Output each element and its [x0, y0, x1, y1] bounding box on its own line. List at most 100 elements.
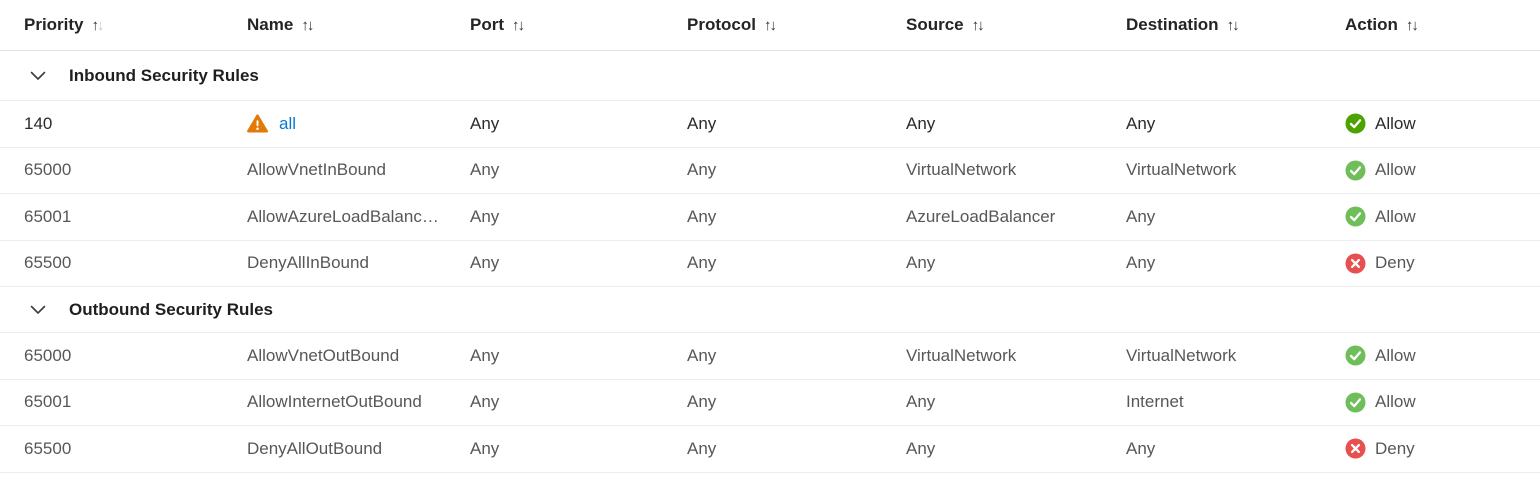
header-cell-priority[interactable]: Priority ↑↓	[24, 15, 247, 35]
action-label: Allow	[1375, 113, 1416, 133]
sort-descending-icon: ↓	[517, 16, 525, 34]
action-label: Allow	[1375, 206, 1416, 226]
name-cell: all	[247, 114, 470, 134]
protocol-cell: Any	[687, 160, 717, 180]
column-label-priority: Priority	[24, 15, 84, 34]
rule-name: DenyAllOutBound	[247, 438, 383, 458]
source-cell: Any	[906, 113, 936, 133]
action-cell: Allow	[1345, 392, 1540, 413]
table-row-inbound-65500[interactable]: 65500 DenyAllInBound Any Any Any Any Den…	[0, 241, 1540, 287]
header-cell-protocol[interactable]: Protocol ↑↓	[687, 15, 906, 35]
sort-arrows: ↑↓	[763, 16, 777, 34]
sort-descending-icon: ↓	[1232, 16, 1239, 34]
name-cell: AllowAzureLoadBalanc…	[247, 207, 470, 227]
destination-cell: Any	[1126, 438, 1156, 458]
table-row-outbound-65000[interactable]: 65000 AllowVnetOutBound Any Any VirtualN…	[0, 333, 1540, 380]
priority-cell: 65001	[24, 206, 72, 226]
chevron-down-icon	[30, 71, 46, 81]
source-cell: Any	[906, 253, 936, 273]
priority-cell: 65500	[24, 438, 72, 458]
port-cell: Any	[470, 438, 500, 458]
action-label: Allow	[1375, 392, 1416, 412]
column-label-name: Name	[247, 15, 294, 34]
sort-arrows: ↑↓	[1405, 16, 1419, 34]
sort-ascending-icon: ↑	[1226, 16, 1234, 34]
destination-cell: Any	[1126, 206, 1156, 226]
sort-descending-icon: ↓	[769, 16, 776, 34]
port-cell: Any	[470, 160, 500, 180]
sort-ascending-icon: ↑	[1405, 16, 1413, 34]
column-label-source: Source	[906, 15, 964, 34]
port-cell: Any	[470, 392, 500, 412]
destination-cell: Any	[1126, 253, 1156, 273]
table-row-inbound-65001[interactable]: 65001 AllowAzureLoadBalanc… Any Any Azur…	[0, 194, 1540, 241]
sort-arrows: ↑↓	[92, 17, 105, 34]
action-label: Allow	[1375, 160, 1416, 180]
port-cell: Any	[470, 253, 500, 273]
sort-descending-icon: ↓	[1411, 16, 1418, 34]
rule-name: DenyAllInBound	[247, 253, 369, 273]
source-cell: AzureLoadBalancer	[906, 206, 1056, 226]
column-label-port: Port	[470, 15, 504, 34]
sort-ascending-icon: ↑	[512, 16, 519, 34]
sort-ascending-icon: ↑	[301, 16, 308, 34]
source-cell: Any	[906, 438, 936, 458]
header-cell-port[interactable]: Port ↑↓	[470, 15, 687, 35]
section-header-inbound[interactable]: Inbound Security Rules	[0, 51, 1540, 101]
priority-cell: 140	[24, 113, 53, 133]
table-row-outbound-65001[interactable]: 65001 AllowInternetOutBound Any Any Any …	[0, 380, 1540, 426]
protocol-cell: Any	[687, 345, 717, 365]
destination-cell: Internet	[1126, 392, 1184, 412]
sort-arrows: ↑↓	[971, 16, 985, 34]
sort-arrows: ↑↓	[1226, 16, 1240, 34]
rule-name: AllowVnetInBound	[247, 160, 386, 180]
deny-icon	[1345, 438, 1366, 459]
column-label-destination: Destination	[1126, 15, 1219, 34]
action-cell: Allow	[1345, 113, 1540, 134]
table-row-inbound-65000[interactable]: 65000 AllowVnetInBound Any Any VirtualNe…	[0, 148, 1540, 194]
rule-name-link[interactable]: all	[279, 113, 297, 133]
section-title-inbound: Inbound Security Rules	[69, 65, 259, 85]
priority-cell: 65001	[24, 392, 72, 412]
allow-icon	[1345, 206, 1366, 227]
header-cell-source[interactable]: Source ↑↓	[906, 15, 1126, 35]
action-cell: Deny	[1345, 438, 1540, 459]
section-header-outbound[interactable]: Outbound Security Rules	[0, 287, 1540, 333]
protocol-cell: Any	[687, 253, 717, 273]
deny-icon	[1345, 253, 1366, 274]
sort-ascending-icon: ↑	[971, 16, 979, 34]
column-label-action: Action	[1345, 15, 1398, 34]
port-cell: Any	[470, 206, 500, 226]
allow-icon	[1345, 345, 1366, 366]
action-label: Allow	[1375, 345, 1416, 365]
action-label: Deny	[1375, 253, 1415, 273]
sort-ascending-icon: ↑	[763, 16, 771, 34]
name-cell: DenyAllOutBound	[247, 439, 470, 459]
action-cell: Allow	[1345, 160, 1540, 181]
table-header-row: Priority ↑↓ Name ↑↓ Port ↑↓ Protocol ↑↓ …	[0, 0, 1540, 51]
header-cell-destination[interactable]: Destination ↑↓	[1126, 15, 1345, 35]
name-cell: AllowInternetOutBound	[247, 392, 470, 412]
destination-cell: VirtualNetwork	[1126, 160, 1237, 180]
sort-descending-icon: ↓	[306, 16, 314, 34]
table-row-outbound-65500[interactable]: 65500 DenyAllOutBound Any Any Any Any De…	[0, 426, 1540, 473]
protocol-cell: Any	[687, 392, 717, 412]
table-row-inbound-140[interactable]: 140 all Any Any Any Any Allow	[0, 101, 1540, 148]
protocol-cell: Any	[687, 206, 717, 226]
action-cell: Allow	[1345, 345, 1540, 366]
source-cell: VirtualNetwork	[906, 345, 1017, 365]
source-cell: Any	[906, 392, 936, 412]
protocol-cell: Any	[687, 113, 717, 133]
sort-descending-icon: ↓	[977, 16, 984, 34]
port-cell: Any	[470, 113, 500, 133]
chevron-down-icon	[30, 305, 46, 315]
sort-arrows: ↑↓	[512, 16, 525, 34]
rule-name: AllowVnetOutBound	[247, 345, 400, 365]
priority-cell: 65000	[24, 160, 72, 180]
rule-name: AllowInternetOutBound	[247, 392, 422, 412]
header-cell-action[interactable]: Action ↑↓	[1345, 15, 1540, 35]
source-cell: VirtualNetwork	[906, 160, 1017, 180]
name-cell: AllowVnetOutBound	[247, 346, 470, 366]
header-cell-name[interactable]: Name ↑↓	[247, 15, 470, 35]
sort-arrows: ↑↓	[301, 16, 314, 34]
